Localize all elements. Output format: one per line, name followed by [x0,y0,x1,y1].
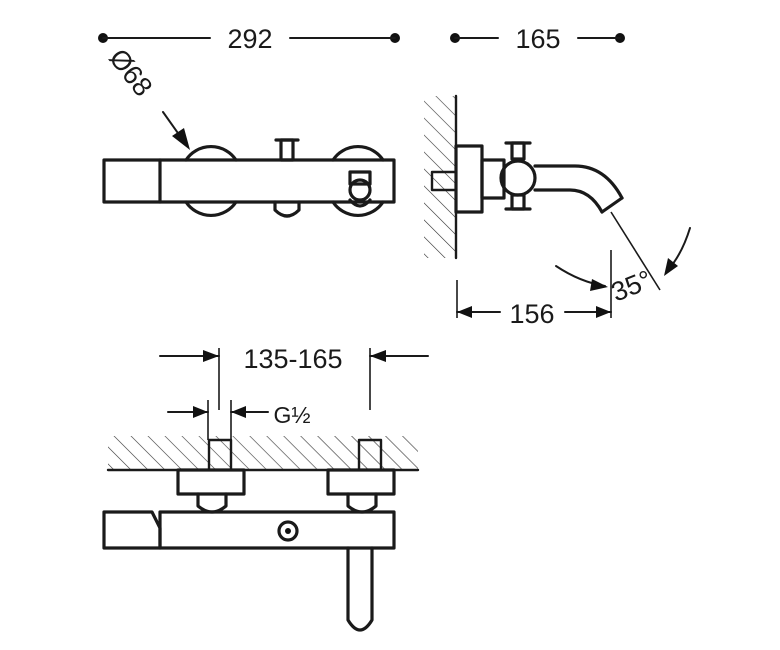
thread-label: G½ [273,402,310,428]
thread-dimension: G½ [167,400,311,440]
spout-angle-dimension: 35° [555,211,691,308]
front-view: 292 Ø68 [98,24,400,218]
side-view: 165 156 [424,24,691,329]
projection-dimension: 165 [450,24,625,54]
handle-diameter-label: Ø68 [103,43,158,102]
handle-diameter-dimension: Ø68 [103,43,190,150]
center-distance-label: 135-165 [243,344,342,374]
overall-width-label: 292 [227,24,272,54]
wall-hatch-bottom [108,436,418,470]
top-view: 135-165 G½ [102,344,429,632]
projection-label: 165 [515,24,560,54]
wall-hatch [424,96,456,258]
spout-reach-dimension: 156 [456,250,612,329]
center-distance-dimension: 135-165 [159,344,429,410]
overall-width-dimension: 292 [98,24,400,54]
spout-reach-label: 156 [509,299,554,329]
